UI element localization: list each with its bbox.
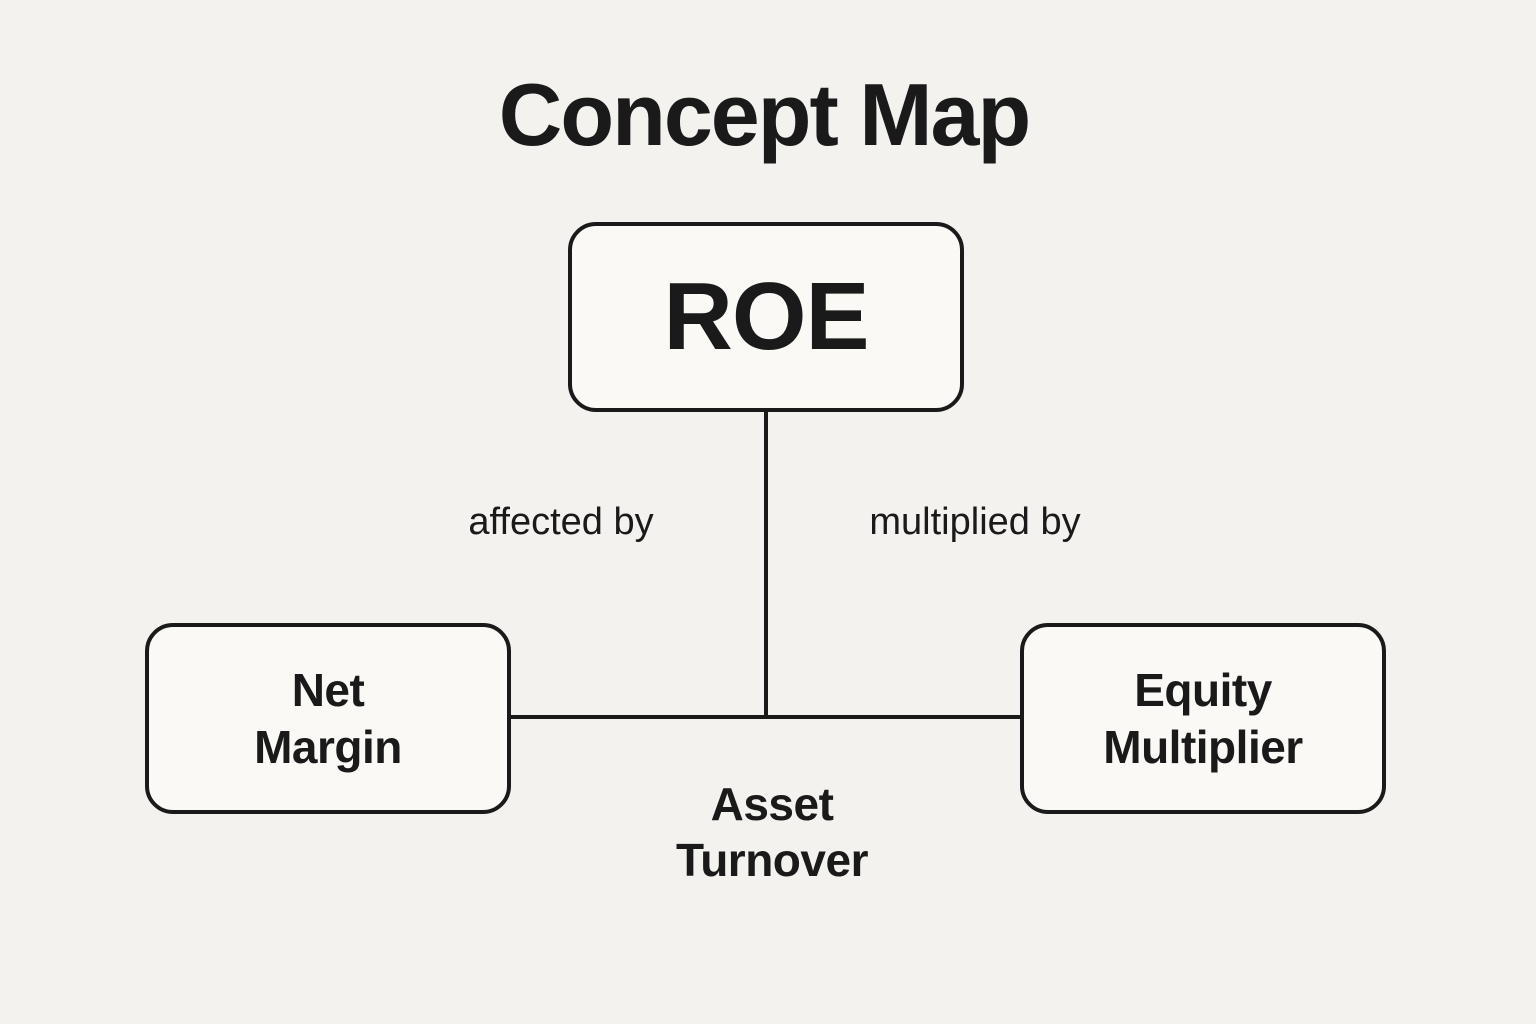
node-asset-turnover-label-line2: Turnover (676, 834, 868, 887)
node-equity-multiplier-label-line2: Multiplier (1103, 720, 1303, 773)
edge-label-affected-by: affected by (468, 501, 654, 543)
node-roe: ROE (568, 222, 964, 412)
node-asset-turnover: Asset Turnover (592, 776, 952, 888)
edge-label-multiplied-by: multiplied by (869, 501, 1081, 543)
node-equity-multiplier: Equity Multiplier (1020, 623, 1386, 814)
connector-roe-to-junction (764, 412, 768, 719)
node-net-margin-label-line2: Margin (254, 720, 402, 773)
node-asset-turnover-label-line1: Asset (710, 778, 834, 830)
node-equity-multiplier-label-line1: Equity (1134, 664, 1272, 717)
node-roe-label: ROE (663, 263, 869, 370)
node-net-margin-label-line1: Net (291, 664, 365, 717)
node-net-margin: Net Margin (145, 623, 511, 814)
page-title: Concept Map (498, 65, 1031, 164)
connector-netmargin-to-equitymultiplier (510, 715, 1022, 719)
